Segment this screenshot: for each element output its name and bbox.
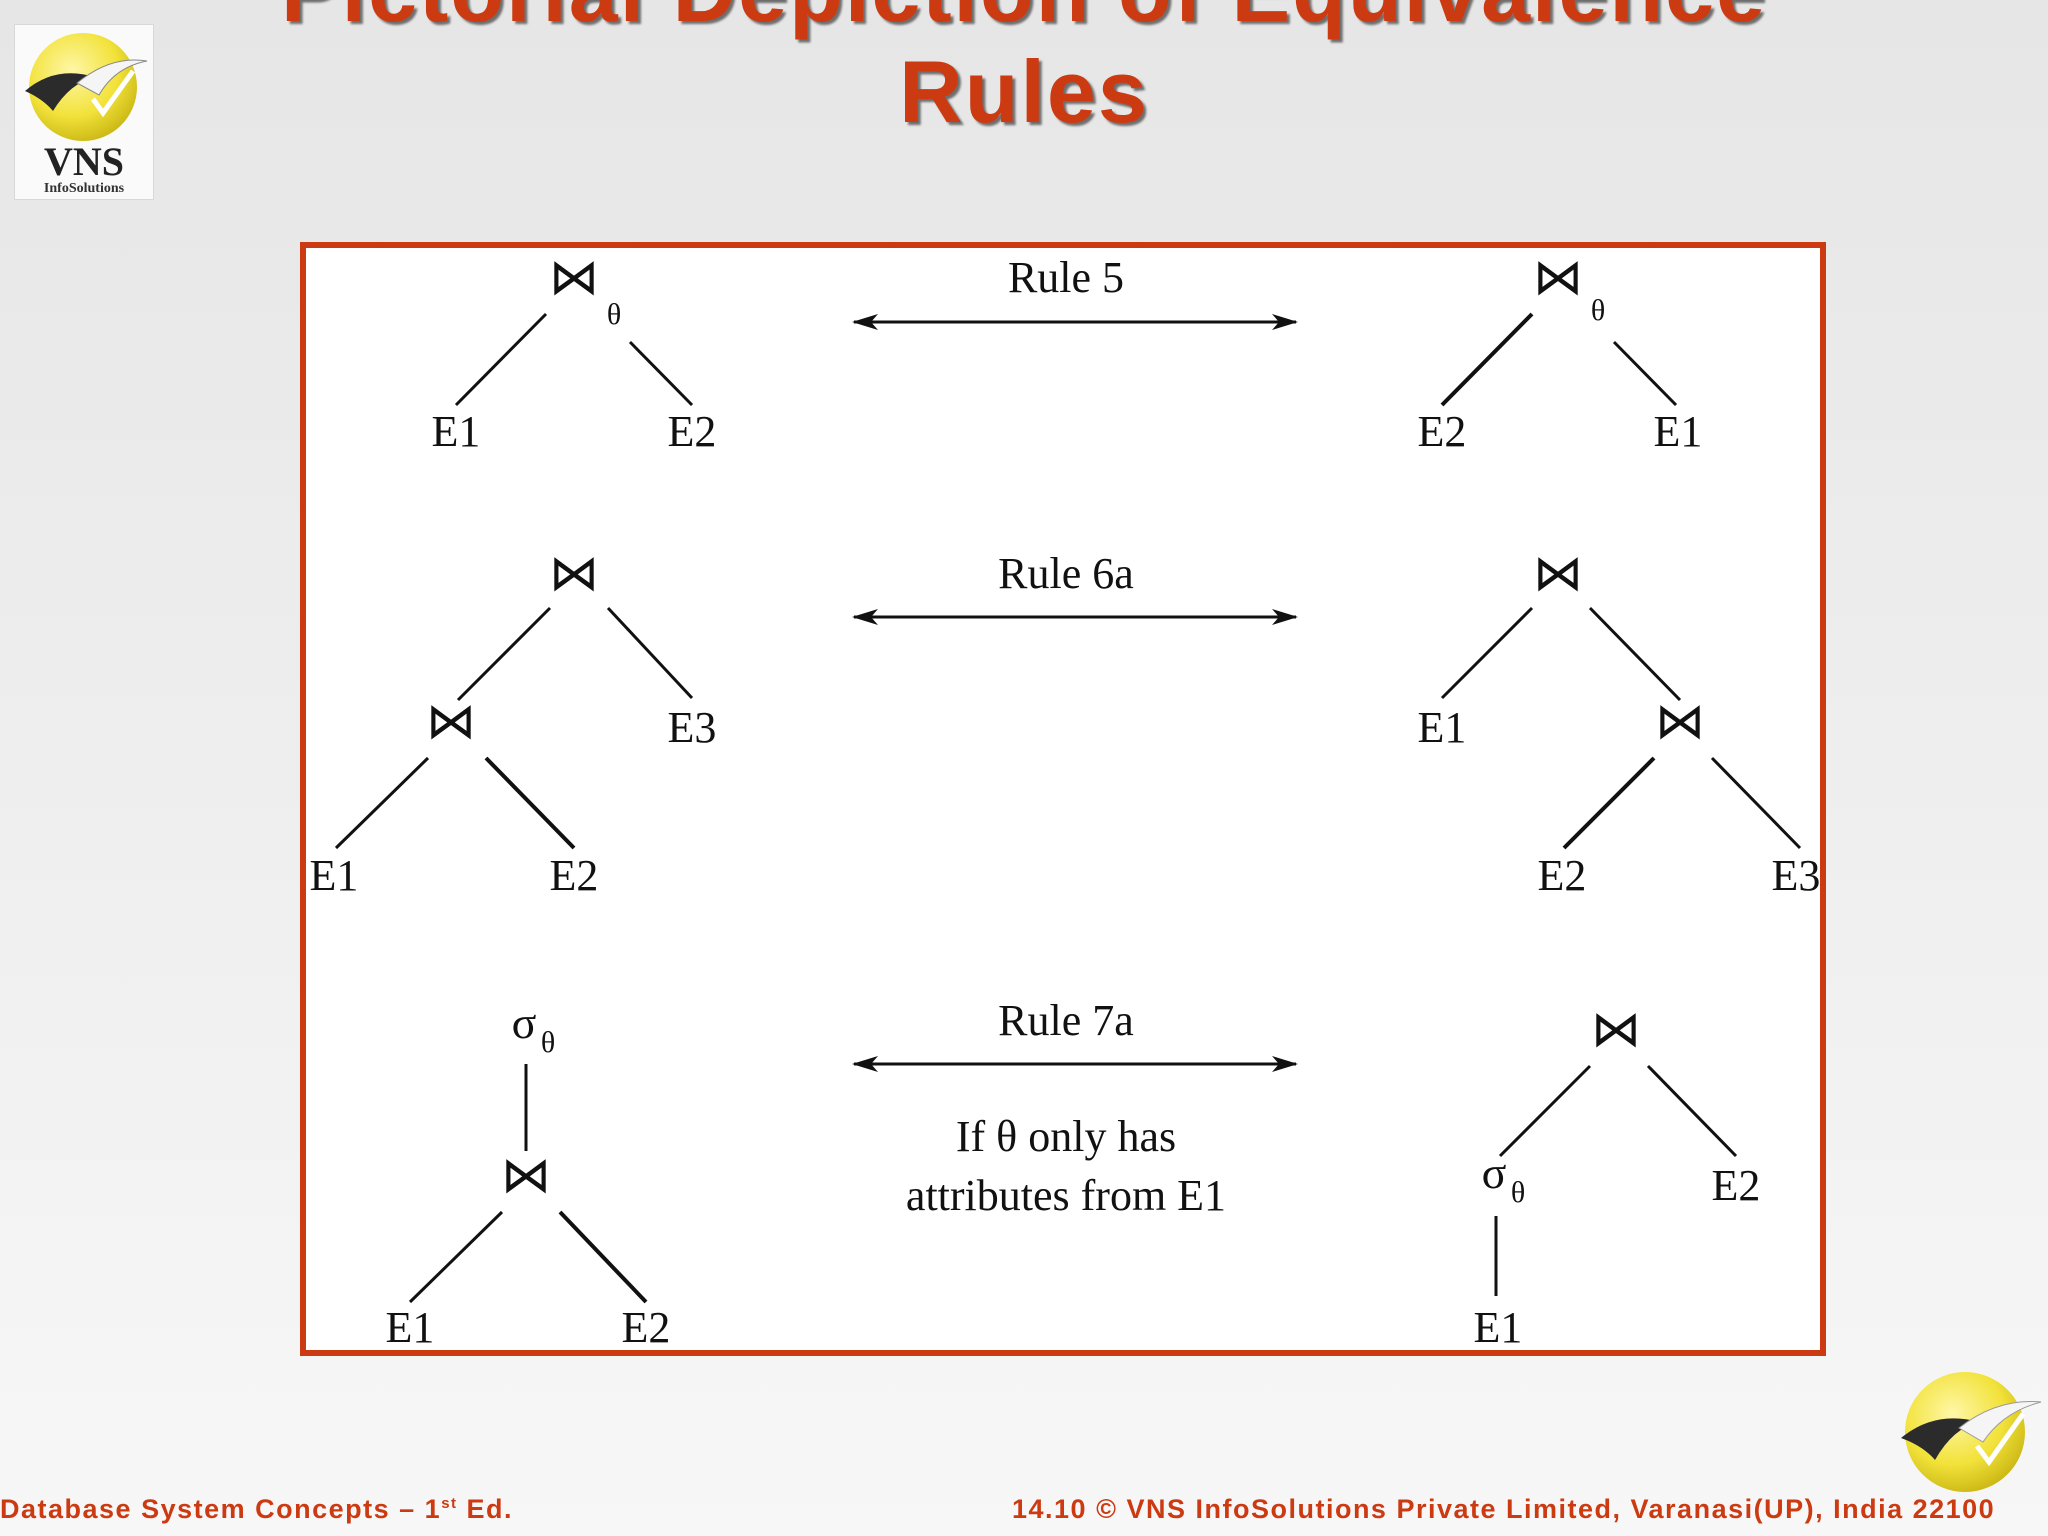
rule-6a-left-inner-join-icon: ⋈ xyxy=(426,692,476,750)
rule-6a-label: Rule 6a xyxy=(998,549,1134,598)
edge xyxy=(1612,340,1678,407)
rule-7a-right-join-icon: ⋈ xyxy=(1591,1000,1641,1058)
rule-7a-label: Rule 7a xyxy=(998,996,1134,1045)
rule-7a-left-sigma-icon: σ xyxy=(512,997,537,1048)
footer-copyright: 14.10 © VNS InfoSolutions Private Limite… xyxy=(1012,1494,1996,1524)
logo-emblem-icon xyxy=(25,33,148,141)
rule-7a-left-join-icon: ⋈ xyxy=(501,1146,551,1204)
edge xyxy=(334,756,430,850)
rule-5-right-join-icon: ⋈ xyxy=(1533,248,1583,306)
rule-7a-left-leaf-2: E2 xyxy=(622,1303,671,1350)
company-logo: VNS InfoSolutions xyxy=(14,24,154,200)
equivalence-rules-diagram: ⋈ θ E1 E2 Rule 5 ⋈ θ E2 E1 ⋈ ⋈ E3 xyxy=(300,242,1826,1356)
rule-6a-right-inner-join-icon: ⋈ xyxy=(1655,692,1705,750)
footer-course-prefix: Database System Concepts – 1 xyxy=(0,1494,442,1524)
edge xyxy=(1646,1064,1738,1158)
corner-logo-icon xyxy=(1895,1366,2045,1496)
rule-5-right-theta: θ xyxy=(1591,294,1605,327)
rule-5-left-leaf-2: E2 xyxy=(668,407,717,456)
edge xyxy=(1710,756,1802,850)
rule-6a-right-leaf-3: E3 xyxy=(1772,851,1820,900)
rule-7a-right-sigma-theta: θ xyxy=(1511,1176,1525,1209)
rule-7a-right-sigma-icon: σ xyxy=(1482,1147,1507,1198)
footer-course-title: Database System Concepts – 1st Ed. xyxy=(0,1494,513,1525)
rule-7a-condition-line-2: attributes from E1 xyxy=(906,1171,1226,1220)
edge xyxy=(606,606,694,700)
edge xyxy=(1440,606,1534,700)
edge xyxy=(1562,756,1656,850)
edge xyxy=(484,756,576,850)
edge xyxy=(628,340,694,407)
rule-6a-left-leaf-1: E1 xyxy=(310,851,359,900)
logo-subtext: InfoSolutions xyxy=(43,181,125,196)
footer-course-suffix: Ed. xyxy=(457,1494,514,1524)
rule-7a-condition-line-1: If θ only has xyxy=(956,1112,1176,1161)
logo-text: VNS xyxy=(43,139,125,184)
diagram-canvas: ⋈ θ E1 E2 Rule 5 ⋈ θ E2 E1 ⋈ ⋈ E3 xyxy=(310,248,1820,1350)
rule-6a-group: ⋈ ⋈ E3 E1 E2 Rule 6a ⋈ E1 ⋈ E2 E3 xyxy=(310,544,1820,900)
edge xyxy=(558,1210,648,1304)
edge xyxy=(1498,1064,1592,1158)
footer-course-sup: st xyxy=(441,1495,458,1512)
rule-5-right-leaf-2: E1 xyxy=(1654,407,1703,456)
rule-6a-right-top-join-icon: ⋈ xyxy=(1533,544,1583,602)
edge xyxy=(1440,312,1534,407)
rule-5-left-leaf-1: E1 xyxy=(432,407,481,456)
rule-6a-left-leaf-2: E2 xyxy=(550,851,599,900)
edge xyxy=(408,1210,504,1304)
rule-5-left-join-icon: ⋈ xyxy=(549,248,599,306)
rule-7a-right-leaf-1: E1 xyxy=(1474,1303,1523,1350)
edge xyxy=(456,606,552,702)
rule-5-left-theta: θ xyxy=(607,298,621,331)
rule-7a-right-leaf-2: E2 xyxy=(1712,1161,1761,1210)
rule-5-group: ⋈ θ E1 E2 Rule 5 ⋈ θ E2 E1 xyxy=(432,248,1703,456)
rule-6a-right-leaf-2: E2 xyxy=(1538,851,1587,900)
rule-5-label: Rule 5 xyxy=(1008,253,1124,302)
rule-6a-left-top-join-icon: ⋈ xyxy=(549,544,599,602)
rule-7a-group: σ θ ⋈ E1 E2 Rule 7a If θ only has attrib… xyxy=(386,996,1761,1350)
rule-7a-left-sigma-theta: θ xyxy=(541,1026,555,1059)
rule-5-right-leaf-1: E2 xyxy=(1418,407,1467,456)
slide-title-line-1: Pictorial Depiction of Equivalence xyxy=(0,0,2048,35)
edge xyxy=(454,312,548,407)
rule-6a-left-leaf-3: E3 xyxy=(668,703,717,752)
slide-title-line-2: Rules xyxy=(899,42,1149,141)
rule-7a-left-leaf-1: E1 xyxy=(386,1303,435,1350)
rule-6a-right-leaf-1: E1 xyxy=(1418,703,1467,752)
edge xyxy=(1588,606,1682,702)
